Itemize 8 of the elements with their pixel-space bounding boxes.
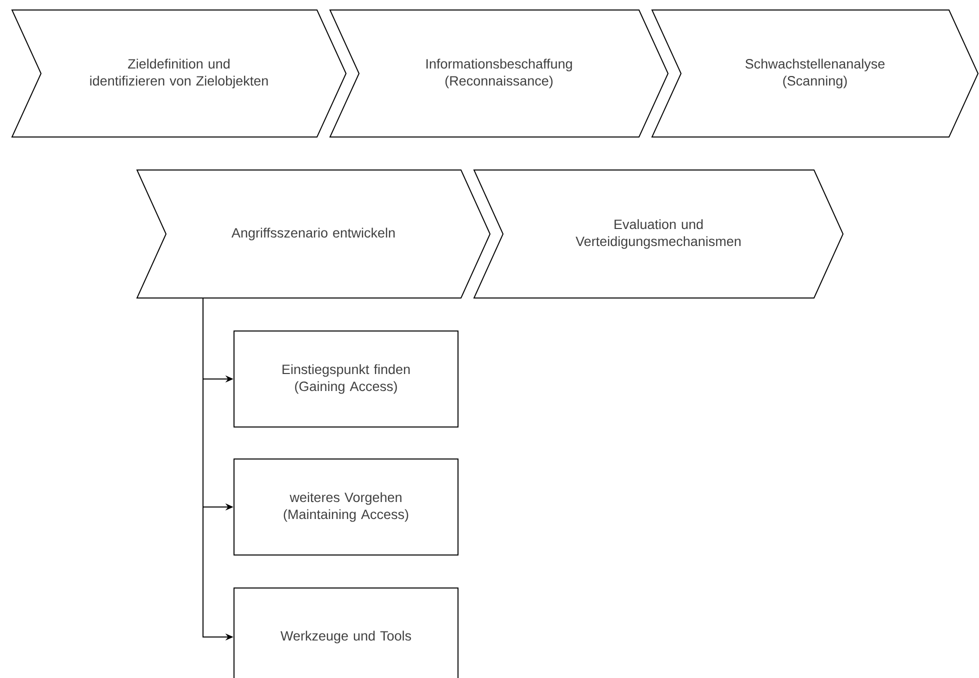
process-box: Einstiegspunkt finden (Gaining Access) [234,330,458,428]
chevron-step: Zieldefinition und identifizieren von Zielobjekten [11,10,347,138]
chevron-step: Schwachstellenanalyse (Scanning) [651,10,979,138]
process-box: weiteres Vorgehen (Maintaining Access) [234,458,458,556]
chevron-step: Informationsbeschaffung (Reconnaissance) [329,10,669,138]
chevron-step: Evaluation und Verteidigungsmechanismen [473,170,844,298]
process-box: Werkzeuge und Tools [234,588,458,678]
chevron-step: Angriffsszenario entwickeln [136,170,491,298]
